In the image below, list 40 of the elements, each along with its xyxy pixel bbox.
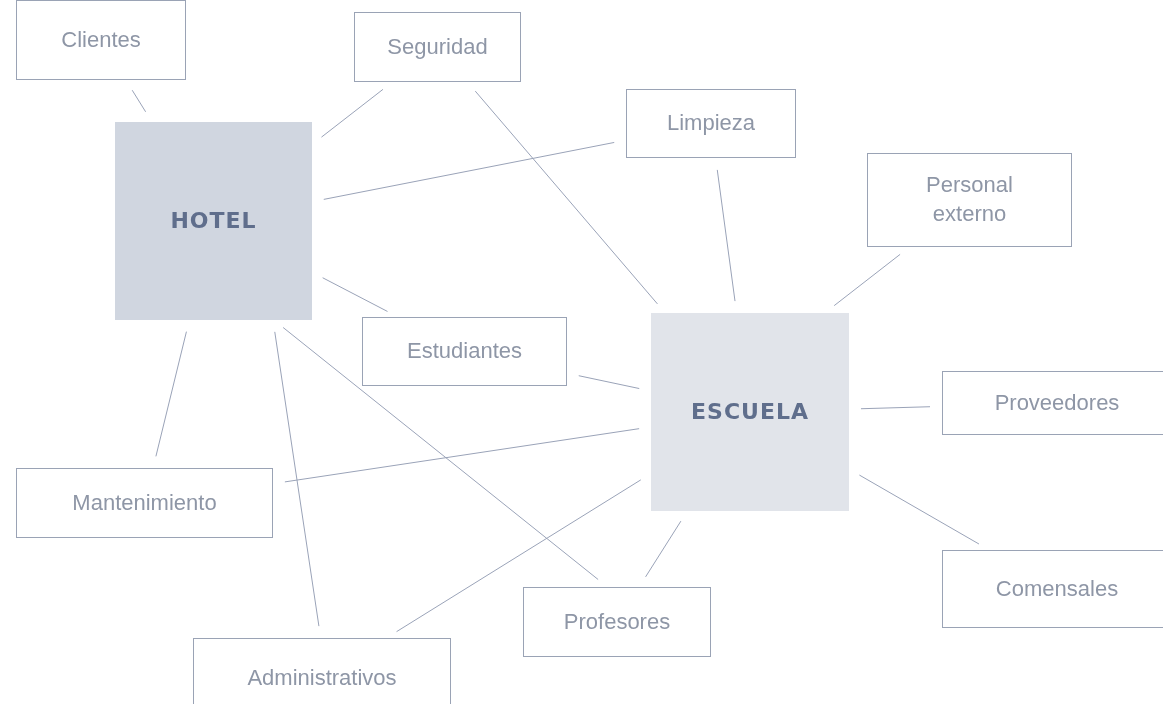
entity-label: Proveedores: [994, 388, 1120, 417]
connector-line: [716, 169, 736, 302]
connector-line: [284, 428, 640, 483]
entity-label: Seguridad: [387, 32, 488, 61]
connector-line: [282, 327, 599, 580]
block-title: HOTEL: [170, 206, 257, 235]
entity-box: [16, 468, 273, 538]
central-block: [115, 122, 312, 320]
entity-label: Limpieza: [666, 109, 755, 138]
entity-label: Administrativos: [247, 663, 397, 692]
entity-label: Personal externo: [925, 171, 1014, 228]
connector-line: [323, 141, 615, 200]
connector-line: [645, 520, 682, 578]
entity-label: Profesores: [563, 607, 671, 636]
entity-box: [16, 0, 186, 80]
entity-box: [362, 317, 567, 386]
connector-line: [274, 331, 320, 627]
entity-box: [867, 153, 1072, 247]
central-block: [651, 313, 849, 511]
connector-line: [578, 375, 640, 390]
connector-line: [131, 89, 147, 113]
connector-line: [860, 406, 931, 410]
entity-box: [942, 371, 1163, 435]
entity-box: [942, 550, 1163, 628]
entity-label: Clientes: [61, 25, 141, 54]
connector-line: [833, 253, 901, 307]
entity-box: [523, 587, 711, 657]
connector-line: [474, 90, 658, 305]
connector-line: [321, 88, 384, 138]
block-title: ESCUELA: [691, 397, 809, 426]
connector-line: [322, 277, 388, 312]
connector-line: [155, 331, 187, 457]
entity-box: [193, 638, 451, 704]
connector-line: [396, 479, 642, 633]
entity-label: Estudiantes: [407, 337, 522, 366]
connector-line: [858, 474, 980, 545]
entity-box: [626, 89, 796, 158]
entity-label: Mantenimiento: [72, 488, 217, 517]
entity-label: Comensales: [995, 574, 1119, 603]
entity-box: [354, 12, 521, 82]
